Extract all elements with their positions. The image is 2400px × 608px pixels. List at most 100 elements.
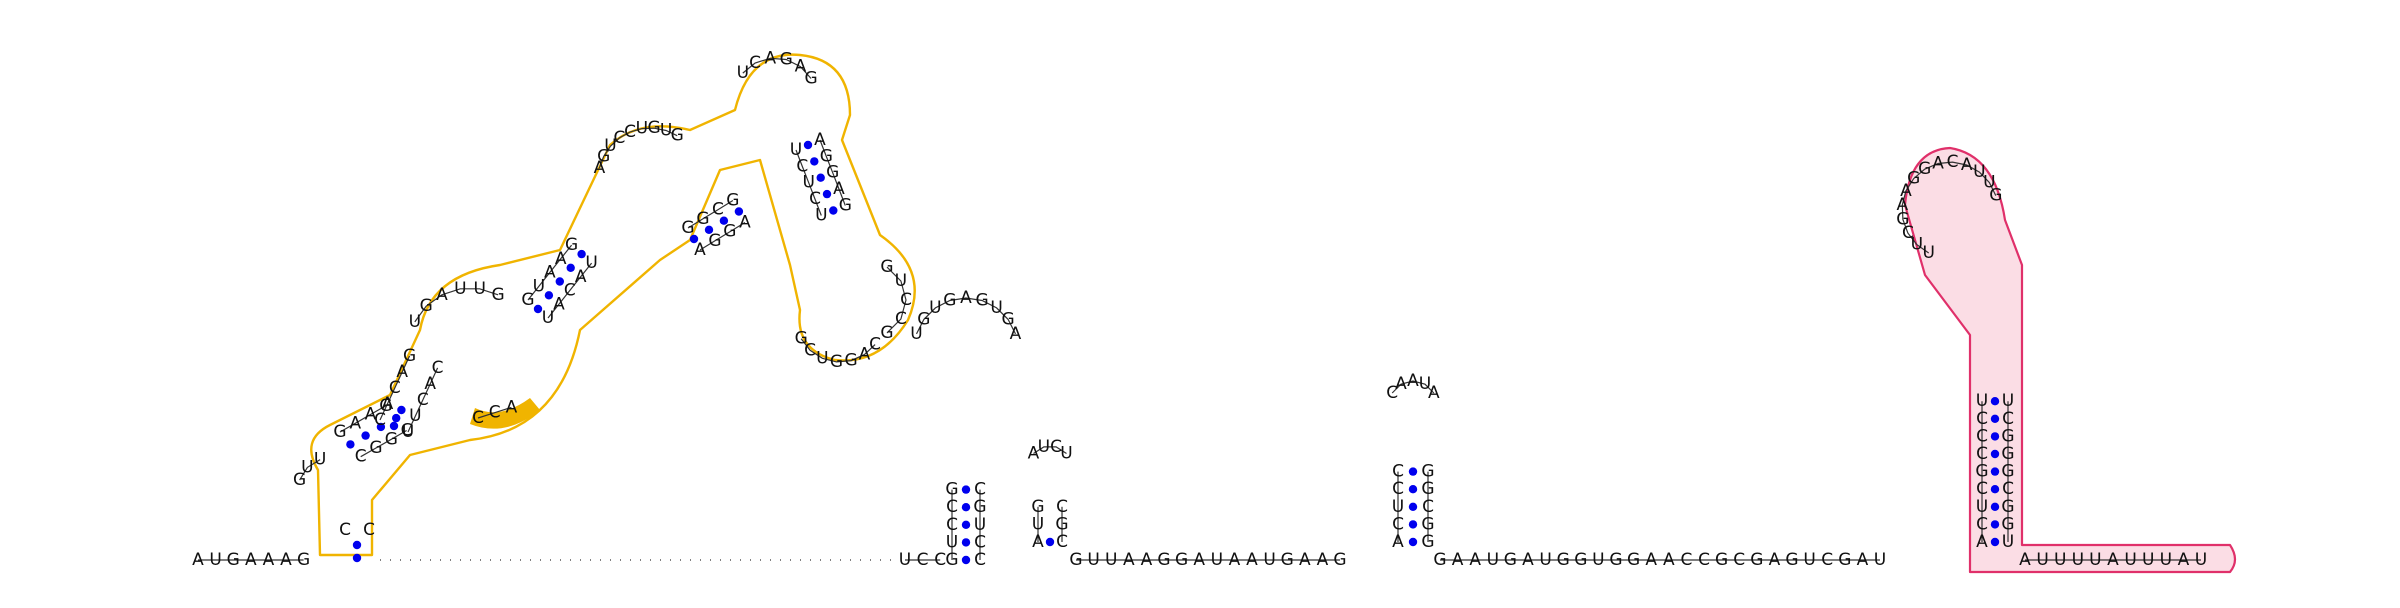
nucleotide: A — [544, 263, 556, 283]
nucleotide: A — [1769, 550, 1781, 570]
nucleotide: U — [1263, 550, 1275, 570]
nucleotide: U — [929, 298, 941, 318]
nucleotide: U — [1487, 550, 1499, 570]
nucleotide: U — [533, 276, 545, 296]
nucleotide: G — [880, 257, 893, 277]
nucleotide: G — [420, 296, 433, 316]
nucleotide: U — [209, 550, 221, 570]
nucleotide: C — [1976, 426, 1988, 446]
nucleotide: A — [1032, 532, 1044, 552]
nucleotide: G — [565, 235, 578, 255]
nucleotide: U — [2054, 550, 2066, 570]
nucleotide: C — [1050, 437, 1062, 457]
nucleotide: G — [795, 329, 808, 349]
base-pair-dot — [566, 263, 575, 272]
nucleotide: U — [542, 308, 554, 328]
nucleotide: U — [895, 271, 907, 291]
base-pair-dot — [1408, 485, 1418, 494]
nucleotide: U — [2089, 550, 2101, 570]
nucleotide: A — [365, 405, 377, 425]
nucleotide: A — [1900, 181, 1912, 201]
nucleotide: U — [409, 312, 421, 332]
nucleotide: C — [374, 410, 386, 430]
backbone-segment — [547, 262, 593, 319]
nucleotide: G — [369, 438, 382, 458]
nucleotide: G — [293, 470, 306, 490]
backbone-segment — [800, 338, 876, 363]
nucleotide: G — [403, 346, 416, 366]
base-pair-dot — [961, 555, 971, 565]
nucleotide: G — [945, 550, 958, 570]
nucleotide: U — [1105, 550, 1117, 570]
nucleotide: G — [917, 309, 930, 329]
nucleotide: C — [1698, 550, 1710, 570]
nucleotide: A — [1246, 550, 1258, 570]
highlight-layer — [310, 53, 2237, 574]
base-pair-dot — [961, 503, 971, 512]
nucleotide: G — [1055, 514, 1068, 534]
nucleotide: U — [790, 140, 802, 160]
nucleotide: U — [454, 279, 466, 299]
nucleotide: G — [1031, 497, 1044, 517]
nucleotide: G — [1175, 550, 1188, 570]
nucleotide: C — [1976, 444, 1988, 464]
base-pair-dot — [397, 405, 406, 415]
nucleotide: A — [764, 48, 776, 68]
nucleotide: C — [1976, 479, 1988, 499]
nucleotide: C — [1947, 152, 1959, 172]
nucleotide: A — [1896, 195, 1908, 215]
base-pair-dot — [392, 413, 401, 423]
nucleotide: G — [945, 480, 958, 500]
nucleotide: C — [339, 520, 351, 540]
nucleotide: A — [795, 57, 807, 77]
nucleotide: U — [1032, 514, 1044, 534]
backbone-layer — [198, 57, 2201, 561]
nucleotide: U — [2142, 550, 2154, 570]
nucleotide: C — [1056, 532, 1068, 552]
nucleotide: G — [830, 352, 843, 372]
nucleotide: U — [1983, 173, 1995, 193]
nucleotide: U — [604, 136, 616, 156]
nucleotide: G — [227, 550, 240, 570]
base-pair-dot — [719, 216, 729, 225]
highlight-fill — [470, 398, 540, 429]
nucleotide: G — [648, 118, 661, 138]
nucleotide: G — [385, 429, 398, 449]
nucleotide: A — [694, 240, 706, 260]
nucleotide: A — [739, 213, 751, 233]
nucleotide: A — [1428, 383, 1440, 403]
nucleotide: A — [1123, 550, 1135, 570]
nucleotide: C — [749, 53, 761, 73]
base-pair-dot — [829, 206, 838, 215]
nucleotide: G — [1333, 550, 1346, 570]
nucleotide: G — [521, 290, 534, 310]
base-pair-dot — [361, 431, 370, 440]
nucleotide: A — [1522, 550, 1534, 570]
nucleotide: G — [1504, 550, 1517, 570]
backbone-segment — [407, 367, 439, 433]
nucleotide: A — [1299, 550, 1311, 570]
nucleotide: C — [900, 290, 912, 310]
nucleotide: G — [826, 163, 839, 183]
backbone-segment — [1391, 380, 1435, 394]
nucleotide: A — [424, 374, 436, 394]
nucleotide: G — [1557, 550, 1570, 570]
nucleotide: C — [363, 520, 375, 540]
backbone-segment — [598, 127, 678, 169]
backbone-segment — [414, 288, 499, 323]
nucleotide: G — [2001, 426, 2014, 446]
nucleotide: G — [1002, 309, 1015, 329]
nucleotide: G — [973, 497, 986, 517]
nucleotide: A — [280, 550, 292, 570]
nucleotide: U — [1592, 550, 1604, 570]
nucleotide: C — [1902, 223, 1914, 243]
nucleotide: C — [1056, 497, 1068, 517]
base-pair-dot — [1990, 502, 2000, 511]
nucleotide: U — [946, 532, 958, 552]
nucleotide: A — [1141, 550, 1153, 570]
nucleotide: C — [417, 390, 429, 410]
nucleotide: A — [1395, 374, 1407, 394]
base-pair-dot — [1045, 537, 1055, 547]
nucleotide: A — [594, 158, 606, 178]
